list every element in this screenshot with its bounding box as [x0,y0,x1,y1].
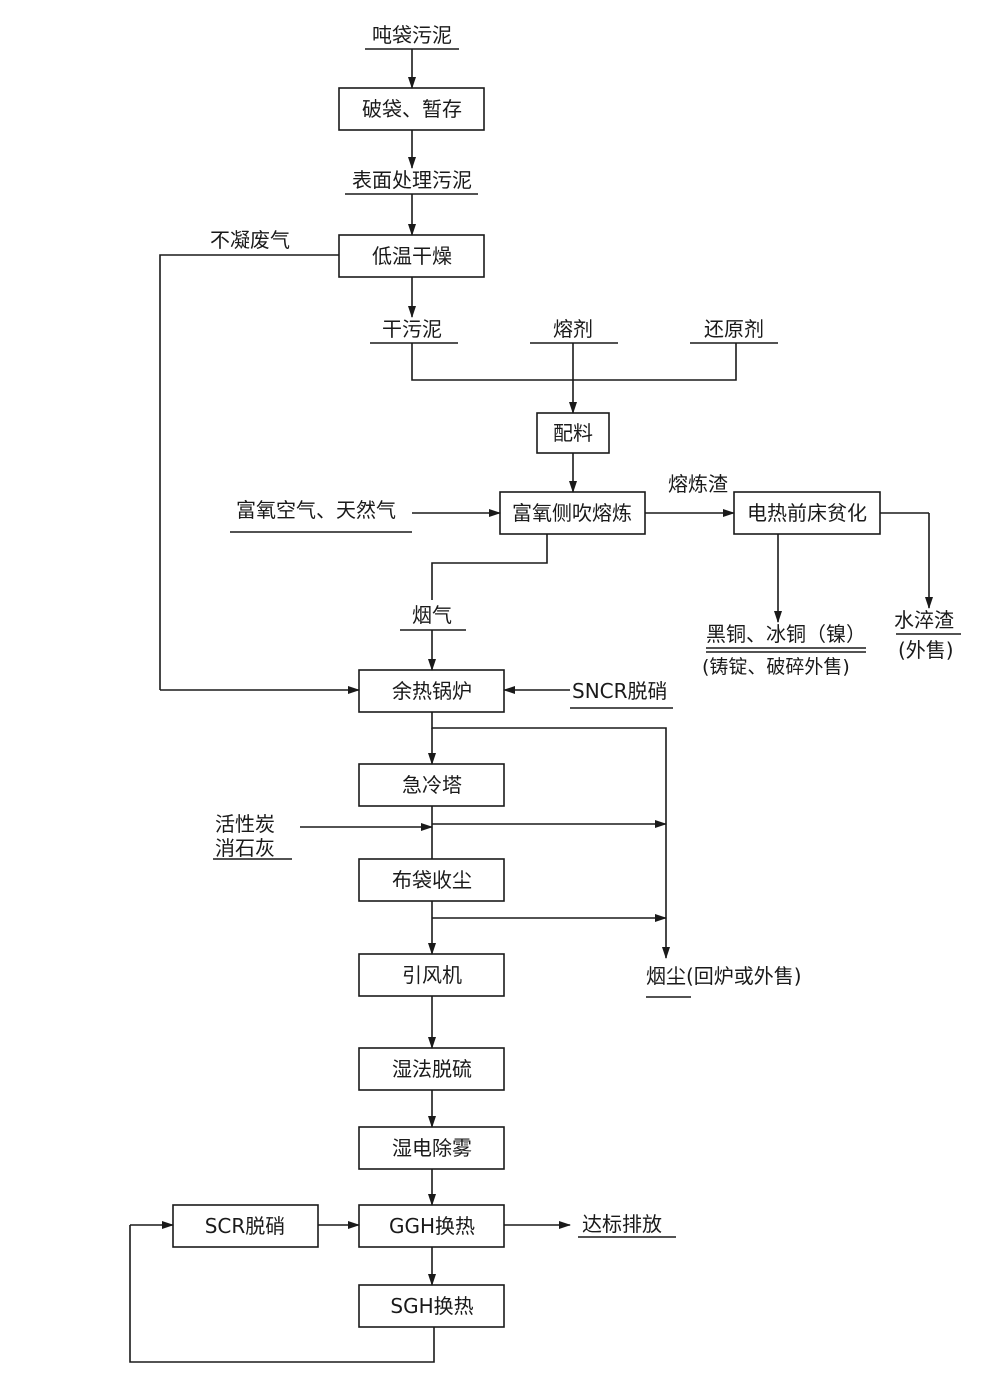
node-scr: SCR脱硝 [204,1214,286,1238]
node-wet-desulfurization: 湿法脱硫 [392,1057,472,1081]
label-noncondensable-gas: 不凝废气 [210,228,290,252]
label-surface-sludge: 表面处理污泥 [352,168,472,192]
node-low-temp-drying: 低温干燥 [372,244,452,268]
label-dust: 烟尘(回炉或外售) [646,964,802,988]
node-electric-furnace: 电热前床贫化 [747,501,867,525]
box-wet-desulfurization [358,1047,505,1091]
label-discharge: 达标排放 [582,1212,662,1236]
node-induced-fan: 引风机 [402,963,462,987]
node-ggh: GGH换热 [388,1214,476,1238]
node-breaking-bag: 破袋、暂存 [362,97,462,121]
box-scr [172,1204,319,1248]
node-smelting: 富氧侧吹熔炼 [512,501,632,525]
box-ggh [358,1204,505,1248]
label-flue-gas: 烟气 [412,603,452,627]
connector-lines [129,254,929,1363]
label-smelting-slag: 熔炼渣 [668,472,728,496]
node-baghouse: 布袋收尘 [392,868,472,892]
node-sgh: SGH换热 [390,1294,474,1318]
label-activated-carbon: 活性炭 [215,812,275,836]
label-oxygen-gas: 富氧空气、天然气 [236,498,396,522]
box-low-temp-drying [338,234,485,278]
label-black-copper: 黑铜、冰铜（镍） [706,622,866,646]
label-dry-sludge: 干污泥 [382,317,442,341]
label-black-copper-note: (铸锭、破碎外售) [702,656,850,678]
label-slaked-lime: 消石灰 [215,836,275,860]
label-sncr: SNCR脱硝 [572,679,668,703]
label-reductant: 还原剂 [704,317,764,341]
node-quench-tower: 急冷塔 [402,773,462,797]
flow-arrows [130,49,933,1286]
node-batching: 配料 [553,421,593,445]
box-baghouse [358,858,505,902]
label-water-slag: 水淬渣 [894,608,954,632]
node-waste-heat-boiler: 余热锅炉 [392,679,472,703]
label-ton-bag-sludge: 吨袋污泥 [372,23,452,47]
node-wet-esp: 湿电除雾 [392,1136,472,1160]
box-wet-esp [358,1126,505,1170]
box-breaking-bag [338,87,485,131]
label-flux: 熔剂 [553,317,593,341]
label-water-slag-note: (外售) [898,638,954,662]
box-electric-furnace [733,491,881,535]
